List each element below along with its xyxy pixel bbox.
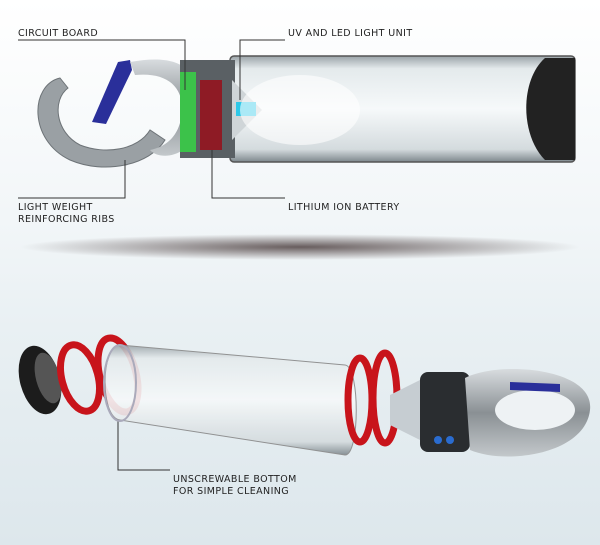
exploded-bottle — [18, 334, 591, 457]
cap-head — [420, 372, 470, 452]
bottom-cap — [526, 58, 575, 160]
label-circuit-board: CIRCUIT BOARD — [18, 28, 99, 39]
blue-clip — [92, 60, 132, 124]
shadow — [20, 234, 580, 260]
glass-tube-exploded — [104, 344, 357, 456]
leader-lines — [18, 39, 285, 471]
label-ribs-line2: REINFORCING RIBS — [18, 214, 115, 225]
label-uv-led-unit: UV AND LED LIGHT UNIT — [288, 28, 413, 39]
label-battery: LITHIUM ION BATTERY — [288, 202, 400, 213]
label-ribs-line1: LIGHT WEIGHT — [18, 202, 93, 213]
label-bottom-line1: UNSCREWABLE BOTTOM — [173, 474, 297, 485]
label-bottom: UNSCREWABLE BOTTOM FOR SIMPLE CLEANING — [173, 474, 297, 498]
label-ribs: LIGHT WEIGHT REINFORCING RIBS — [18, 202, 115, 226]
battery-part — [200, 80, 222, 150]
cutaway-bottle — [37, 55, 576, 168]
circuit-board-part — [180, 72, 196, 152]
hook-ribs — [37, 77, 166, 168]
label-bottom-line2: FOR SIMPLE CLEANING — [173, 486, 290, 497]
